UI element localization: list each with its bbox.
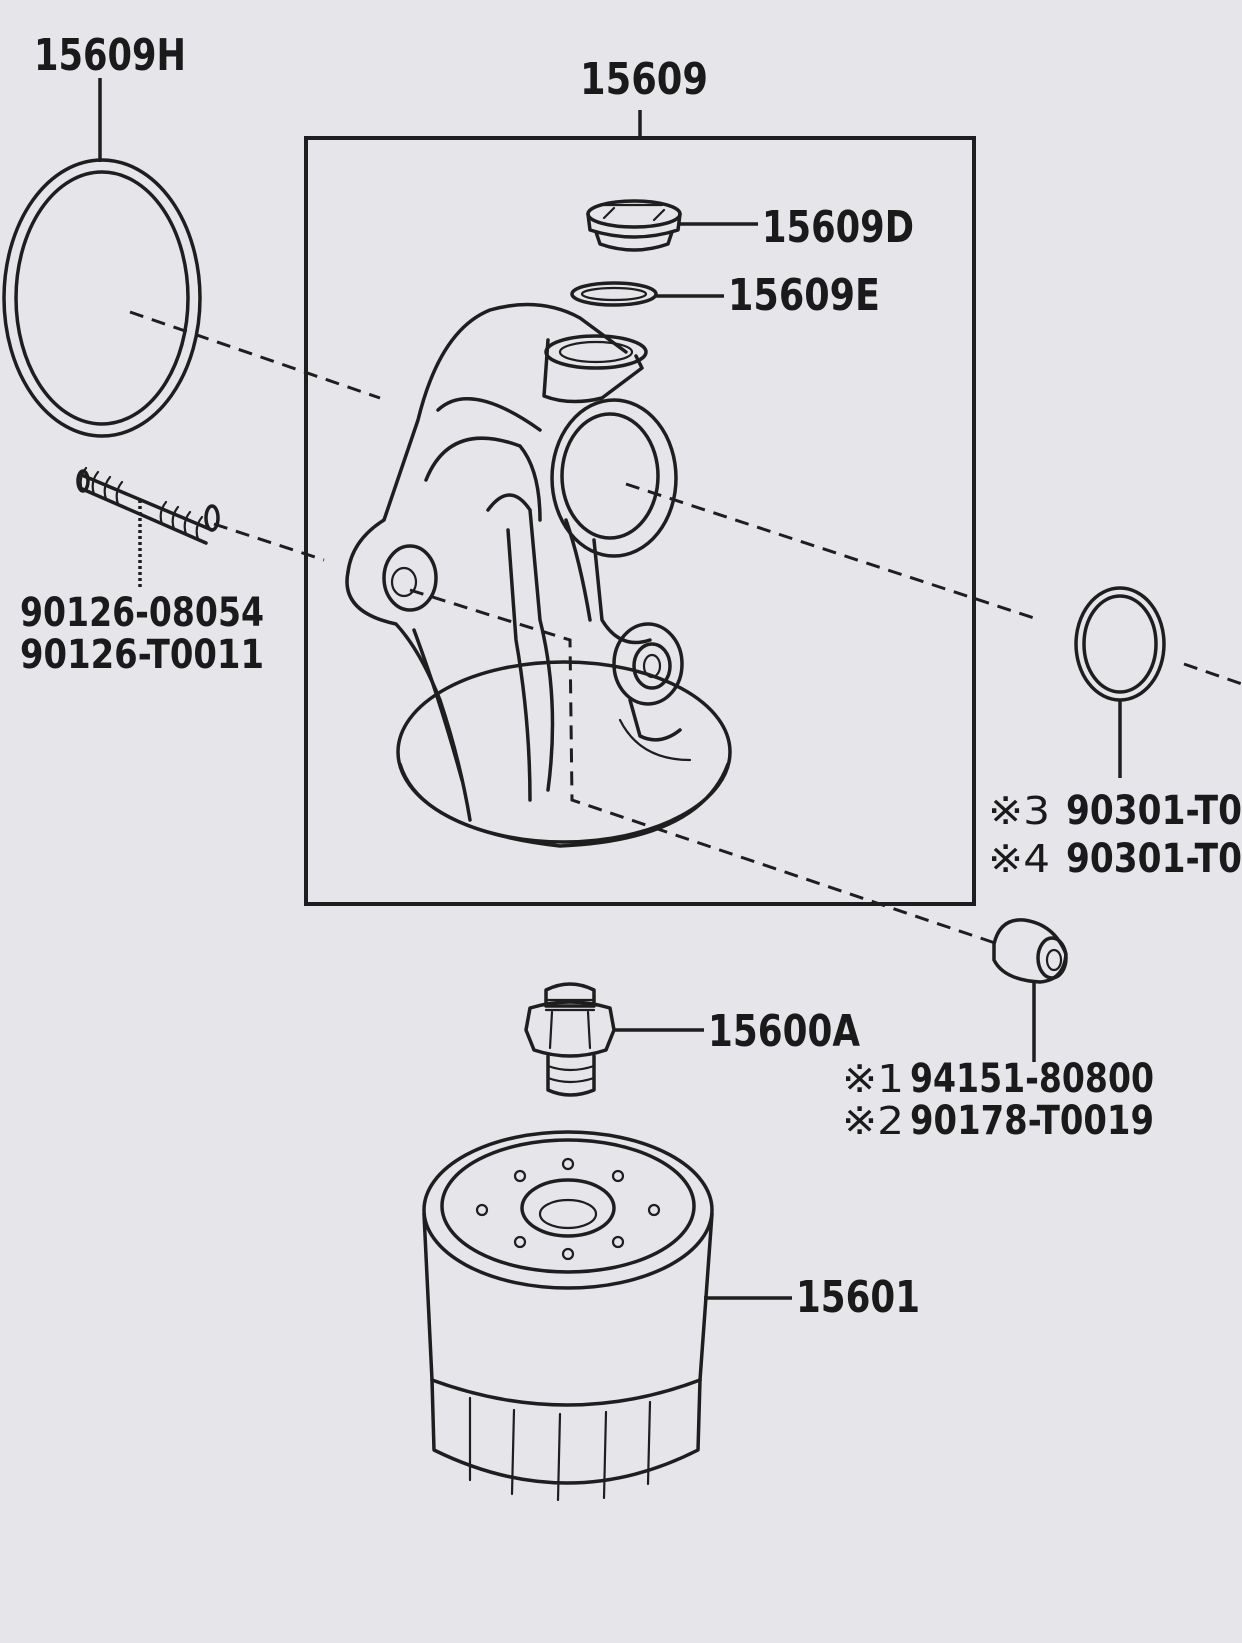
label-o-ring-2-mark: ※4 bbox=[988, 837, 1050, 881]
label-nut-1: 94151-80800 bbox=[910, 1056, 1154, 1102]
label-15600a: 15600A bbox=[708, 1006, 860, 1057]
label-nut-2-mark: ※2 bbox=[842, 1099, 904, 1143]
union-bolt bbox=[524, 982, 616, 1097]
label-15609e: 15609E bbox=[728, 270, 880, 321]
oil-filter-bracket bbox=[345, 302, 732, 848]
assembly-line-stud bbox=[213, 522, 325, 562]
label-nut-2: 90178-T0019 bbox=[910, 1098, 1154, 1144]
gasket-ring-15609h bbox=[2, 158, 202, 438]
assembly-line-port bbox=[625, 482, 1041, 622]
label-stud-bolt-1: 90126-08054 bbox=[20, 590, 264, 636]
label-o-ring-1-mark: ※3 bbox=[988, 789, 1050, 833]
union-nut bbox=[992, 918, 1068, 984]
label-o-ring-1: 90301-T0 bbox=[1066, 788, 1242, 834]
label-15609: 15609 bbox=[580, 54, 708, 105]
label-15601: 15601 bbox=[796, 1272, 920, 1323]
drain-plug bbox=[586, 199, 682, 252]
label-nut-1-mark: ※1 bbox=[842, 1057, 904, 1101]
assembly-line-nut bbox=[409, 588, 999, 946]
label-stud-bolt-2: 90126-T0011 bbox=[20, 632, 264, 678]
label-15609h: 15609H bbox=[34, 30, 186, 81]
assembly-line-gasket bbox=[129, 310, 381, 400]
o-ring bbox=[1074, 586, 1166, 702]
plug-gasket bbox=[570, 281, 658, 307]
assembly-line-oring bbox=[1183, 662, 1242, 686]
label-o-ring-2: 90301-T0 bbox=[1066, 836, 1242, 882]
oil-filter bbox=[422, 1130, 714, 1502]
stud-bolt bbox=[76, 466, 220, 545]
label-15609d: 15609D bbox=[762, 202, 914, 253]
